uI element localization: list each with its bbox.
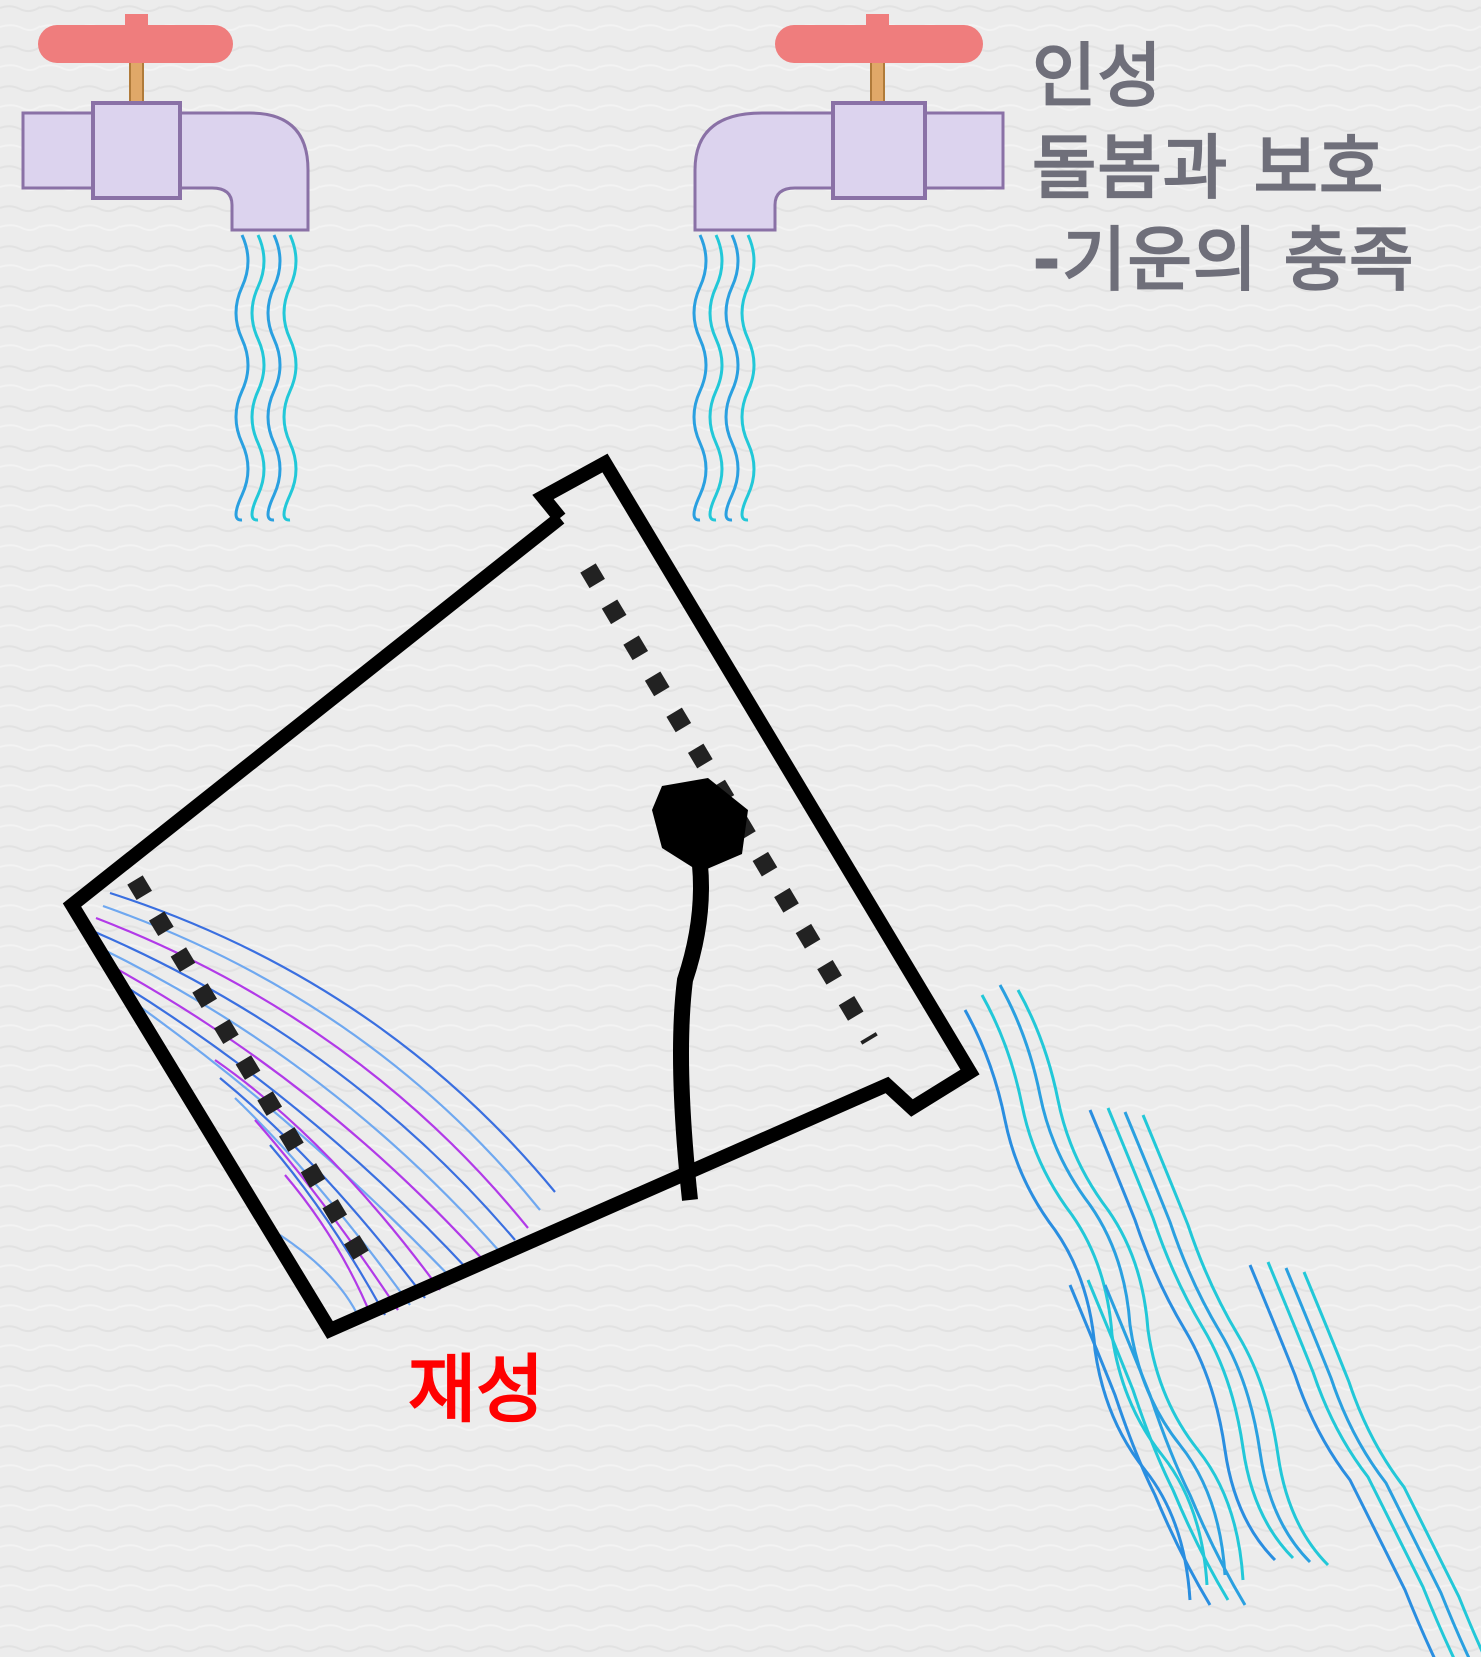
tilted-bucket-icon — [62, 453, 980, 1339]
faucet-right-icon — [693, 14, 1005, 232]
bucket-handle — [673, 864, 709, 1201]
bucket-hinge — [652, 778, 748, 872]
faucet-left-handle — [38, 25, 233, 63]
bucket-inner-line-left — [127, 875, 378, 1275]
faucet-left-icon — [21, 14, 310, 232]
bucket-inner-line-right — [580, 563, 878, 1045]
bucket-contents — [94, 891, 556, 1321]
label-jaesung: 재성 — [408, 1347, 545, 1433]
water-stream-left — [234, 234, 298, 522]
bucket-outline — [62, 453, 980, 1339]
label-insung-line-3: -기운의 충족 — [1032, 219, 1415, 301]
water-stream-right — [692, 234, 756, 522]
water-stream-pour — [963, 984, 1481, 1657]
label-insung-group: 인성 돌봄과 보호 -기운의 충족 — [1032, 30, 1414, 306]
label-insung-line-1: 인성 — [1032, 35, 1163, 117]
label-insung-line-2: 돌봄과 보호 — [1032, 127, 1385, 209]
faucet-right-handle — [775, 25, 983, 63]
